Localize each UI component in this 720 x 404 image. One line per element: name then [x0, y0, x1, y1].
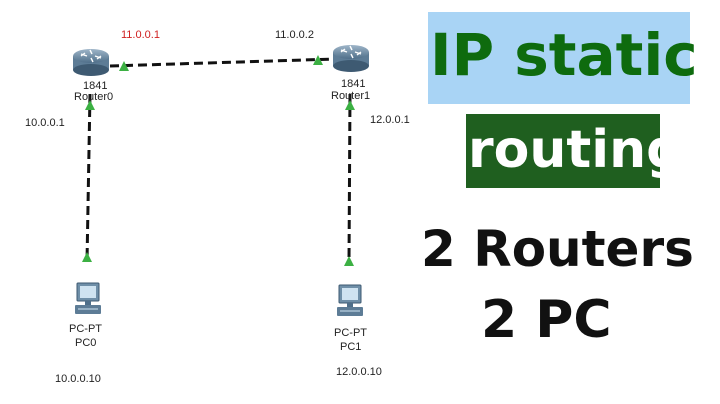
- pc0-name: PC0: [75, 337, 97, 349]
- pc0[interactable]: PC-PT PC0: [64, 282, 114, 356]
- pc-icon: [337, 284, 363, 316]
- link-router1-pc1: [347, 93, 352, 263]
- link-status-up-icon: [119, 61, 129, 71]
- link-status-up-icon: [313, 55, 323, 65]
- banner-title: IP static: [430, 21, 698, 89]
- link-router0-pc0: [85, 93, 92, 263]
- ip-label-pc0: 10.0.0.10: [55, 373, 101, 385]
- banner-line-routers: 2 Routers: [421, 220, 694, 278]
- router-icon: [333, 45, 369, 72]
- router1[interactable]: 1841 Router1: [328, 40, 374, 110]
- ip-label-pc1: 12.0.0.10: [336, 366, 382, 378]
- ip-label-router1-lan: 12.0.0.1: [370, 114, 410, 126]
- banner-subtitle: routing: [468, 120, 684, 180]
- subtitle-highlight: [466, 114, 660, 188]
- router0-name: Router0: [74, 91, 114, 103]
- router1-name: Router1: [331, 90, 371, 102]
- link-status-up-icon: [344, 256, 354, 266]
- pc-icon: [75, 282, 101, 314]
- link-status-up-icon: [82, 252, 92, 262]
- pc0-type: PC-PT: [69, 323, 102, 335]
- ip-label-router1-serial: 11.0.0.2: [275, 29, 314, 41]
- pc1-name: PC1: [340, 341, 362, 353]
- title-highlight: [428, 12, 690, 104]
- link-status-up-icon: [345, 100, 355, 110]
- router0[interactable]: 1841 Router0: [68, 44, 114, 114]
- banner-line-pcs: 2 PC: [481, 290, 612, 350]
- link-status-up-icon: [85, 100, 95, 110]
- ip-label-router0-serial: 11.0.0.1: [121, 29, 160, 41]
- router1-model: 1841: [341, 78, 366, 90]
- router-icon: [73, 49, 109, 76]
- ip-label-router0-lan: 10.0.0.1: [25, 117, 65, 129]
- pc1[interactable]: PC-PT PC1: [326, 284, 376, 358]
- link-router0-router1: [109, 57, 337, 68]
- pc1-type: PC-PT: [334, 327, 367, 339]
- router0-model: 1841: [83, 80, 108, 92]
